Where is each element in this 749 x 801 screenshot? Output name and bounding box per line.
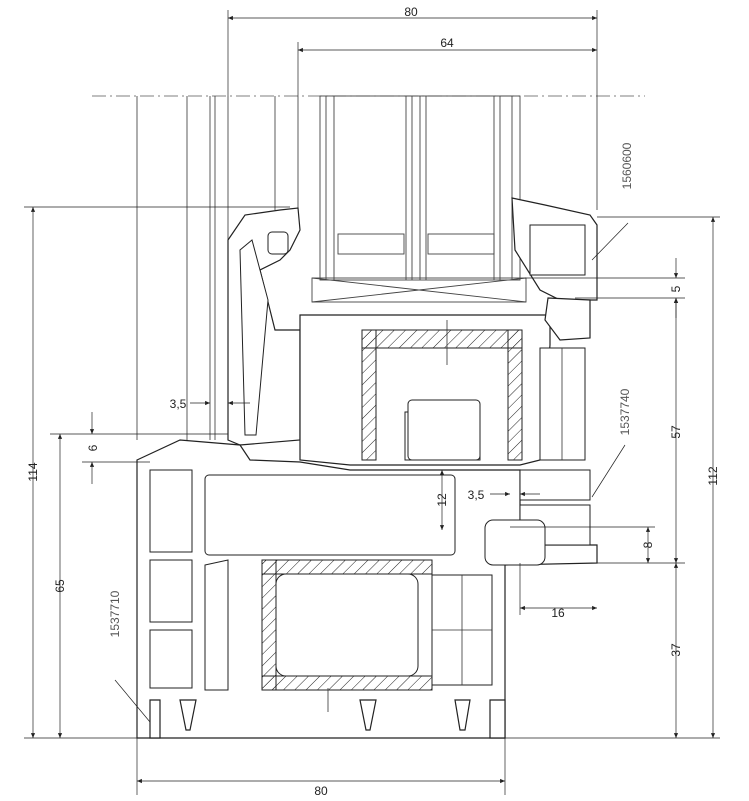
- spacer-bar-left: [337, 233, 405, 255]
- dim-bottom-width: 80: [314, 784, 328, 798]
- dim-right-small: 8: [641, 541, 655, 548]
- sash-profile: [227, 197, 598, 466]
- dimension-lines: [24, 10, 720, 795]
- spacer-bar-right: [427, 233, 495, 255]
- dim-right-lower: 37: [669, 643, 683, 657]
- frame-profile: [136, 439, 598, 739]
- dim-left-total-height: 114: [26, 462, 40, 481]
- dim-bottom-offset: 16: [551, 606, 565, 620]
- part-code-top-right: 1560600: [620, 142, 634, 189]
- glazing-block: [311, 277, 527, 303]
- part-code-middle-right: 1537740: [618, 388, 632, 435]
- part-code-bottom-left: 1537710: [108, 590, 122, 637]
- dim-right-total-height: 112: [706, 466, 720, 485]
- dim-right-sash: 57: [669, 425, 683, 439]
- dim-left-small: 6: [86, 444, 100, 451]
- dim-center-horizontal: 3,5: [468, 488, 485, 502]
- dim-top-glass-width: 64: [440, 36, 454, 50]
- dim-right-upper: 5: [669, 285, 683, 292]
- dim-left-gap: 3,5: [170, 397, 187, 411]
- dim-center-vertical: 12: [435, 493, 449, 507]
- glass-unit: [311, 95, 527, 303]
- dim-left-frame-height: 65: [53, 579, 67, 593]
- dim-top-outer-width: 80: [404, 5, 418, 19]
